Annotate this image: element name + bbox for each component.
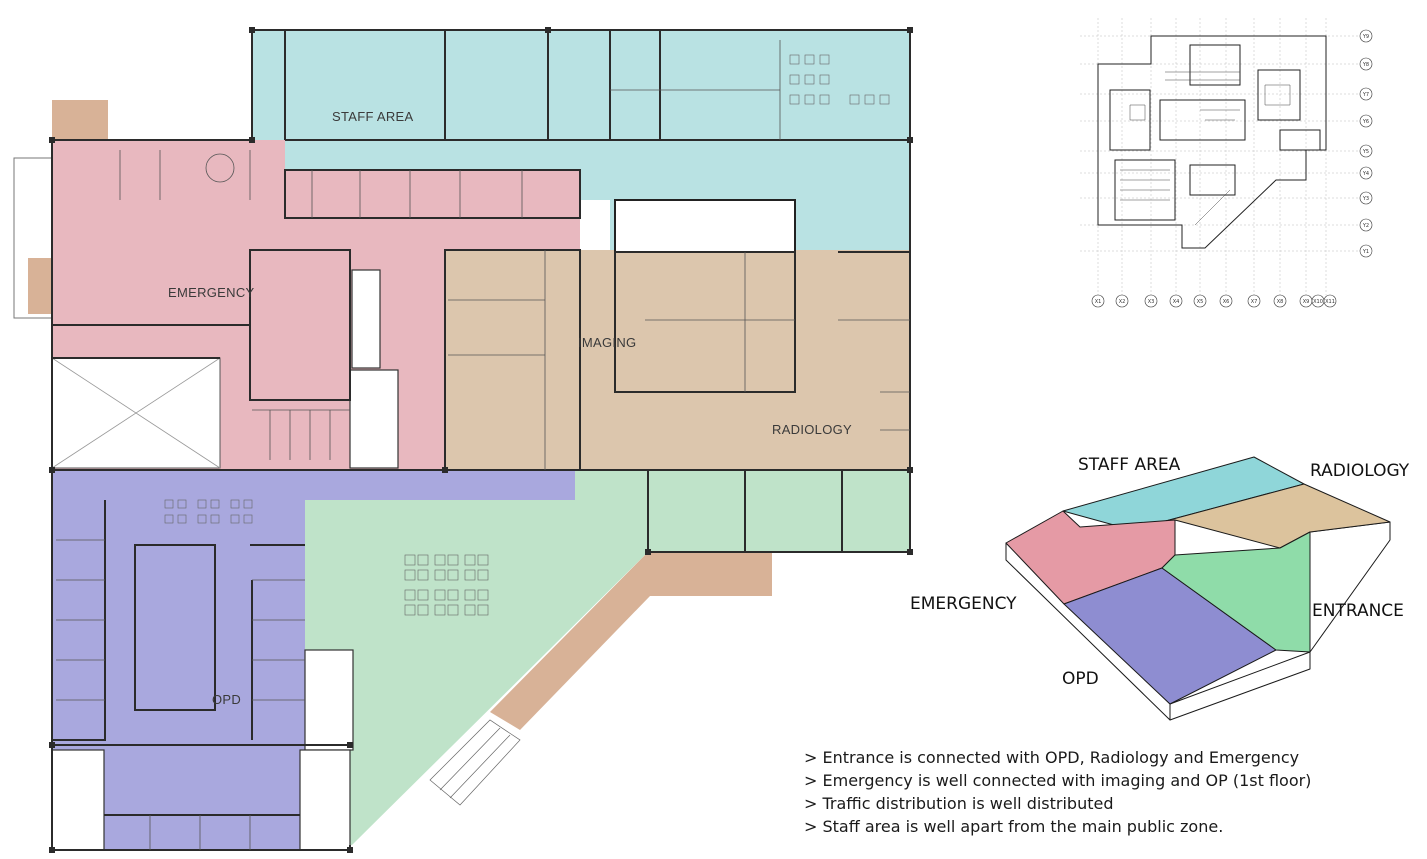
- axis-y1: Y1: [1362, 249, 1369, 255]
- key-plan: X1 X2 X3 X4 X5 X6 X7 X8 X9 X10 X11 Y9 Y8…: [1080, 18, 1373, 308]
- stair-core-s: [299, 749, 351, 851]
- partitions: [56, 40, 910, 850]
- axis-y2: Y2: [1362, 223, 1369, 229]
- walkway: [490, 552, 772, 730]
- entrance-steps: [429, 719, 521, 806]
- massing-label-opd: OPD: [1062, 669, 1099, 689]
- axis-y8: Y8: [1362, 62, 1369, 68]
- axis-x10: X10: [1313, 299, 1323, 305]
- key-plan-fill: [1120, 71, 1291, 226]
- massing-label-emergency: EMERGENCY: [910, 594, 1017, 614]
- massing-side-right: [1309, 521, 1391, 653]
- note-item: > Traffic distribution is well distribut…: [804, 794, 1114, 813]
- axis-x6: X6: [1223, 299, 1230, 305]
- axis-x11: X11: [1325, 299, 1335, 305]
- axis-x1: X1: [1095, 299, 1102, 305]
- massing-side-front: [1169, 651, 1311, 721]
- massing-diagram: STAFF AREA RADIOLOGY EMERGENCY ENTRANCE …: [910, 455, 1410, 721]
- lift-lobby: [614, 199, 796, 253]
- stair-core-sw: [51, 749, 105, 851]
- note-item: > Entrance is connected with OPD, Radiol…: [804, 748, 1300, 767]
- key-plan-walls: [1097, 35, 1327, 249]
- helipad-icon: [205, 153, 235, 183]
- note-item: > Staff area is well apart from the main…: [804, 817, 1224, 836]
- top-left-canopy: [52, 100, 108, 140]
- atrium-void: [51, 357, 221, 469]
- columns: [49, 27, 913, 853]
- axis-x5: X5: [1197, 299, 1204, 305]
- massing-label-entrance: ENTRANCE: [1312, 601, 1404, 621]
- massing-label-radiology: RADIOLOGY: [1310, 461, 1410, 481]
- label-staff-area: STAFF AREA: [332, 109, 414, 124]
- stair-core-center: [349, 369, 399, 469]
- label-opd: OPD: [212, 692, 241, 707]
- axis-y4: Y4: [1362, 171, 1369, 177]
- axis-x3: X3: [1148, 299, 1155, 305]
- key-plan-y-axis: Y9 Y8 Y7 Y6 Y5 Y4 Y3 Y2 Y1: [1359, 29, 1373, 258]
- axis-y6: Y6: [1362, 119, 1369, 125]
- key-plan-x-axis: X1 X2 X3 X4 X5 X6 X7 X8 X9 X10 X11: [1091, 294, 1337, 308]
- stair-core-opd: [304, 649, 354, 751]
- note-item: > Emergency is well connected with imagi…: [804, 771, 1312, 790]
- key-plan-grid: [1080, 18, 1360, 295]
- axis-y9: Y9: [1362, 34, 1369, 40]
- zone-entrance: [305, 470, 910, 845]
- walls: [51, 29, 911, 851]
- massing-entrance: [1161, 531, 1311, 653]
- label-imaging: IMAGING: [578, 335, 636, 350]
- left-landing: [28, 258, 52, 314]
- waiting-seats-entrance: [404, 554, 489, 616]
- label-emergency: EMERGENCY: [168, 285, 255, 300]
- label-radiology: RADIOLOGY: [772, 422, 852, 437]
- axis-y7: Y7: [1362, 92, 1369, 98]
- axis-x7: X7: [1251, 299, 1258, 305]
- stair-core-center-top: [351, 269, 381, 369]
- axis-x8: X8: [1277, 299, 1284, 305]
- floor-plan: STAFF AREA EMERGENCY IMAGING RADIOLOGY O…: [13, 27, 913, 853]
- waiting-seats-opd: [164, 499, 253, 524]
- staff-dining-tables: [789, 54, 890, 105]
- design-notes: > Entrance is connected with OPD, Radiol…: [804, 746, 1404, 838]
- axis-y5: Y5: [1362, 149, 1369, 155]
- zone-radiology: [445, 250, 910, 500]
- axis-x9: X9: [1303, 299, 1310, 305]
- massing-label-staff-area: STAFF AREA: [1078, 455, 1181, 475]
- axis-y3: Y3: [1362, 196, 1369, 202]
- axis-x2: X2: [1119, 299, 1126, 305]
- axis-x4: X4: [1173, 299, 1180, 305]
